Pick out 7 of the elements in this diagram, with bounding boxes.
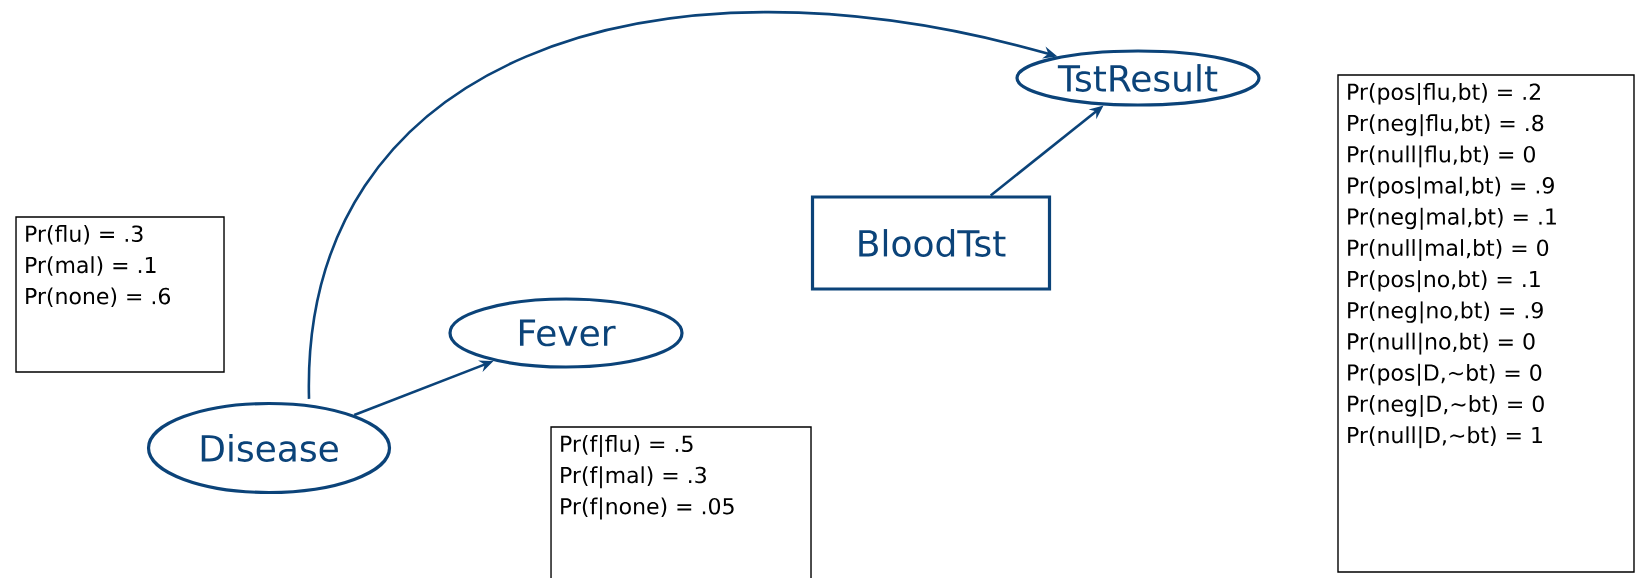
ellipse-node: Disease: [146, 401, 392, 495]
probability-table: Pr(flu) = .3 Pr(mal) = .1 Pr(none) = .6: [15, 216, 225, 373]
ellipse-node: Fever: [448, 297, 684, 369]
probability-table: Pr(f|flu) = .5 Pr(f|mal) = .3 Pr(f|none) = .05: [550, 426, 812, 578]
process-box: BloodTst: [810, 195, 1052, 291]
ellipse-node: TstResult: [1015, 49, 1261, 107]
probability-table: Pr(pos|flu,bt) = .2 Pr(neg|flu,bt) = .8 Pr(null|flu,bt) = 0 Pr(pos|mal,bt) = .9 Pr(neg|mal,bt) = .1 Pr(null|mal,bt) = 0 Pr(pos|no,bt) = .1 Pr(neg|no,bt) = .9 Pr(null|no,bt) = 0 Pr(pos|D,~bt) = 0 Pr(neg|D,~bt) = 0 Pr(null|D,~bt) = 1: [1337, 74, 1635, 573]
